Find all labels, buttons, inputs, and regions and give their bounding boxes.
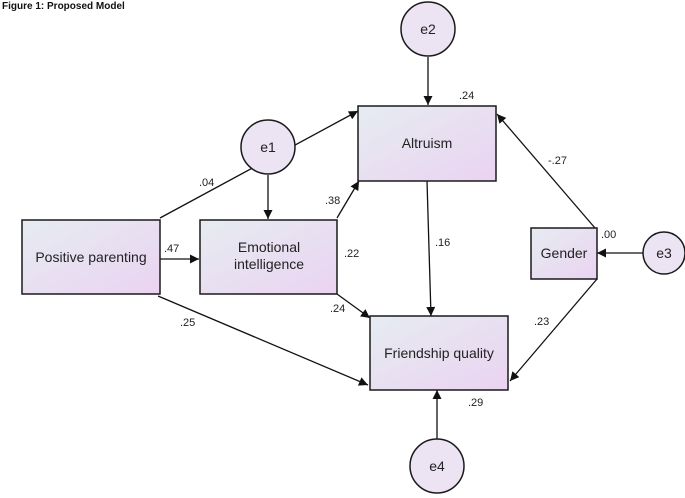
node-e2: e2 [400, 1, 456, 57]
arrow-ei-to-altruism [336, 180, 360, 219]
r2-friendship-quality: .29 [468, 397, 483, 409]
node-emotional-intelligence: Emotional intelligence [199, 219, 338, 295]
node-altruism: Altruism [357, 105, 497, 182]
figure-title: Figure 1: Proposed Model [2, 1, 125, 12]
node-e3: e3 [642, 231, 685, 275]
e4-label: e4 [429, 458, 445, 474]
emotional-intelligence-label-line1: Emotional [238, 239, 300, 255]
emotional-intelligence-label-line2: intelligence [234, 256, 304, 272]
r2-emotional-intelligence: .22 [344, 248, 359, 260]
coef-altruism-to-fq: .16 [435, 237, 450, 249]
node-e1: e1 [240, 119, 296, 175]
gender-label: Gender [541, 245, 588, 261]
coef-gender-to-altruism: -.27 [548, 155, 567, 167]
arrow-pp-to-fq [157, 295, 369, 386]
arrow-ei-to-fq [336, 293, 371, 319]
friendship-quality-label: Friendship quality [384, 345, 494, 361]
coef-pp-to-ei: .47 [164, 243, 179, 255]
positive-parenting-label: Positive parenting [35, 249, 146, 265]
e3-label: e3 [656, 245, 672, 261]
coef-pp-to-fq: .25 [180, 317, 195, 329]
r2-altruism: .24 [459, 90, 474, 102]
e1-label: e1 [260, 139, 276, 155]
node-e4: e4 [409, 438, 465, 494]
arrow-gender-to-fq [509, 278, 598, 382]
node-gender: Gender [530, 227, 598, 280]
arrow-gender-to-altruism [496, 113, 596, 229]
arrow-altruism-to-fq [426, 180, 436, 317]
coef-ei-to-altruism: .38 [325, 195, 340, 207]
node-positive-parenting: Positive parenting [21, 219, 161, 295]
coef-ei-to-fq: .24 [330, 303, 345, 315]
e2-label: e2 [420, 21, 436, 37]
altruism-label: Altruism [402, 135, 453, 151]
coef-pp-to-altruism: .04 [199, 177, 214, 189]
node-friendship-quality: Friendship quality [369, 315, 509, 391]
coef-gender-to-fq: .23 [534, 316, 549, 328]
r2-gender: .00 [601, 229, 616, 241]
